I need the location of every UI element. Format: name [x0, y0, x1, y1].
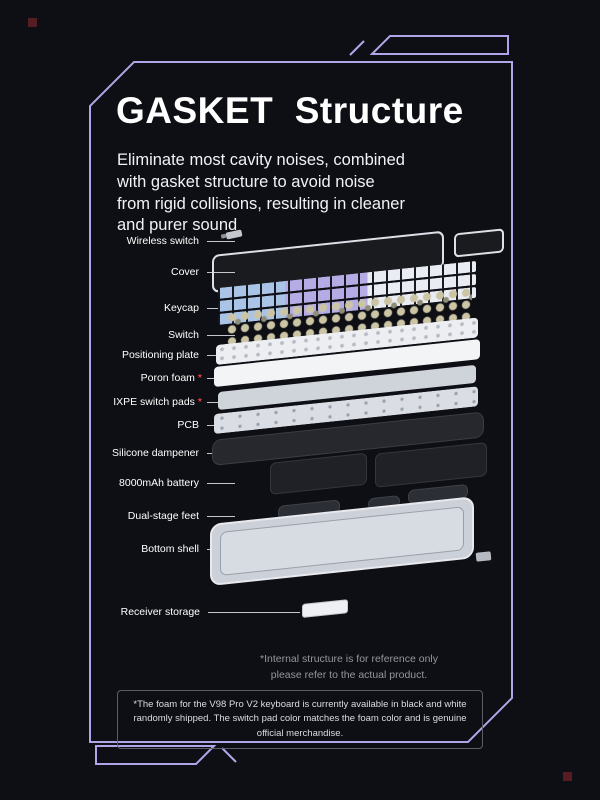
label-text: Cover: [170, 266, 199, 278]
label-text: Switch: [168, 329, 199, 341]
label-text: IXPE switch pads: [113, 396, 195, 408]
leader-line: [208, 611, 300, 613]
notice-box: *The foam for the V98 Pro V2 keyboard is…: [117, 690, 483, 749]
leader-line: [207, 482, 235, 484]
label-text: Receiver storage: [120, 606, 200, 618]
label-asterisk: *: [197, 396, 202, 408]
layer-label-battery: 8000mAh battery: [0, 477, 235, 489]
top-right-tick: [349, 40, 365, 56]
layer-label-receiver-storage: Receiver storage: [0, 606, 300, 618]
layer-label-bottom-shell: Bottom shell: [0, 543, 235, 555]
usb-receiver-part: [475, 551, 492, 562]
layer-label-silicone-dampener: Silicone dampener: [0, 447, 235, 459]
label-text: Poron foam: [140, 372, 195, 384]
layer-label-dual-stage-feet: Dual-stage feet: [0, 510, 235, 522]
layer-label-ixpe-switch-pads: IXPE switch pads*: [0, 396, 235, 408]
layer-label-switch: Switch: [0, 329, 235, 341]
label-text: Dual-stage feet: [127, 510, 199, 522]
leader-line: [207, 271, 235, 273]
layer-label-wireless-switch: Wireless switch: [0, 235, 235, 247]
bottom-left-tick: [221, 747, 237, 763]
battery-cell: [375, 442, 487, 488]
leader-line: [207, 515, 235, 517]
label-text: Silicone dampener: [112, 447, 199, 459]
label-text: Positioning plate: [121, 349, 199, 361]
receiver-storage-layer: [302, 599, 348, 618]
leader-line: [207, 240, 235, 242]
label-text: Keycap: [163, 302, 199, 314]
page-title: GASKET Structure: [116, 90, 464, 131]
label-text: PCB: [177, 419, 199, 431]
layer-label-keycap: Keycap: [0, 302, 235, 314]
layer-label-poron-foam: Poron foam*: [0, 372, 235, 384]
layer-label-pcb: PCB: [0, 419, 235, 431]
footnote: *Internal structure is for reference onl…: [228, 652, 470, 684]
footnote-line: *Internal structure is for reference onl…: [260, 653, 438, 665]
subtitle: Eliminate most cavity noises, combined w…: [117, 151, 405, 235]
top-right-decoration: [369, 35, 509, 55]
corner-square-bottom-right: [563, 772, 572, 781]
wireless-switch-lever: [220, 233, 227, 239]
cover-side-window: [454, 228, 504, 258]
layer-label-positioning-plate: Positioning plate: [0, 349, 235, 361]
label-text: Wireless switch: [126, 235, 199, 247]
leader-line: [207, 334, 235, 336]
label-text: Bottom shell: [141, 543, 199, 555]
corner-square-top-left: [28, 18, 37, 27]
footnote-line: please refer to the actual product.: [270, 668, 428, 681]
layer-label-cover: Cover: [0, 266, 235, 278]
label-asterisk: *: [197, 372, 202, 384]
battery-cell: [270, 452, 367, 495]
label-text: 8000mAh battery: [119, 477, 199, 489]
